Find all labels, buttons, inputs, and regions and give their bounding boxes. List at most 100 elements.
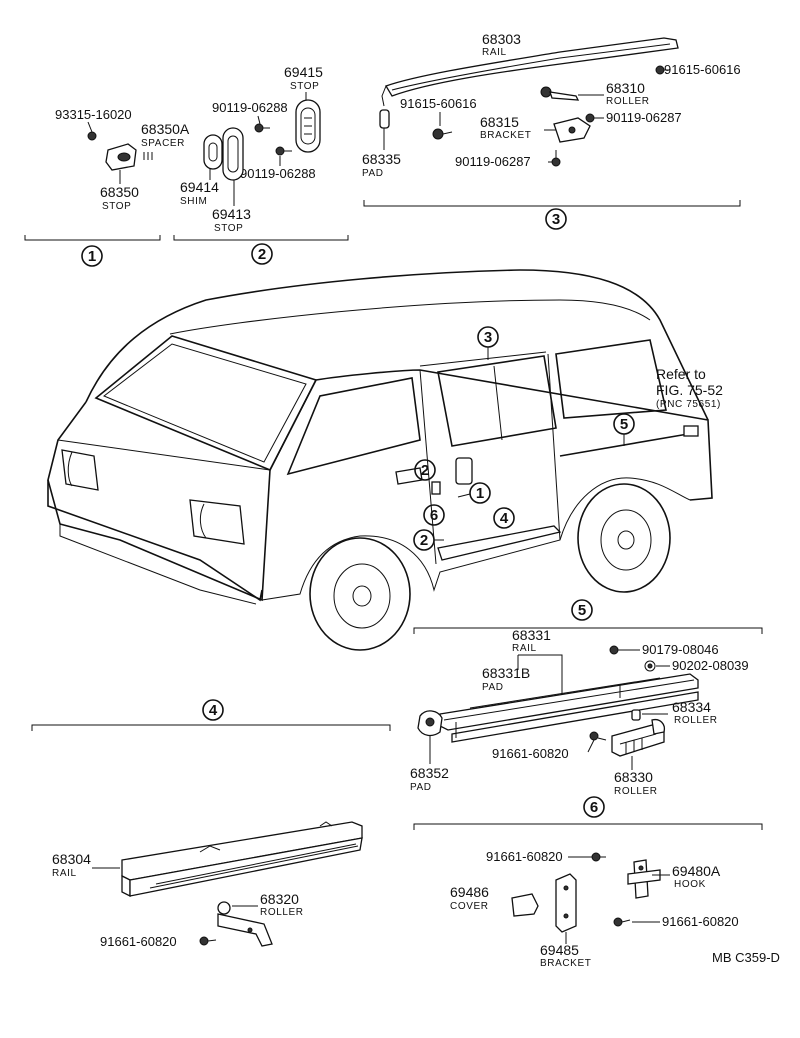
bolt-91661-b (589, 731, 607, 741)
pad-68331B (469, 677, 661, 709)
vehicle-marker-2b-text: 2 (420, 532, 428, 549)
front-wheel (577, 483, 671, 593)
label-69486: 69486 (450, 884, 489, 900)
section-bracket-2 (173, 235, 349, 241)
bolt-91661-d (613, 917, 631, 927)
rear-bumper (47, 480, 263, 602)
vehicle-marker-1 (469, 482, 491, 504)
stop-callout (431, 481, 441, 495)
label-68350: 68350 (100, 184, 139, 200)
bolt-91615-a (655, 65, 670, 75)
label-91615-60616: 91615-60616 (664, 62, 741, 77)
label-68331B: 68331B (482, 665, 530, 681)
bolt-90119-d (551, 150, 561, 167)
caption-stop: STOP (290, 81, 319, 92)
vehicle-marker-1-text: 1 (476, 485, 484, 502)
section-marker-1 (81, 245, 103, 267)
section-marker-5 (571, 599, 593, 621)
section-marker-4-text: 4 (209, 702, 218, 719)
caption-bracket: BRACKET (480, 130, 531, 141)
label-90119-06288: 90119-06288 (212, 100, 288, 115)
label-69413: 69413 (212, 206, 251, 222)
label-90179-08046: 90179-08046 (642, 642, 719, 657)
bolt-91615-b (432, 128, 453, 140)
leader-line (87, 121, 93, 133)
vehicle-marker-6-text: 6 (430, 507, 438, 524)
refer-to-line2: FIG. 75-52 (656, 382, 723, 398)
bolt-93315 (87, 131, 97, 141)
stop-69415 (295, 99, 321, 153)
label-69485: 69485 (540, 942, 579, 958)
rear-window-inner (103, 343, 307, 463)
section-4: 4 68304 RAIL 68320 ROLLER 91661-60820 (31, 699, 391, 949)
section-marker-4 (202, 699, 224, 721)
side-lower (261, 477, 691, 601)
stop-69413 (222, 127, 244, 181)
label-90202-08039: 90202-08039 (672, 658, 749, 673)
label-91615-60616-b: 91615-60616 (400, 96, 477, 111)
label-69480A: 69480A (672, 863, 721, 879)
section-bracket-6 (413, 823, 763, 830)
label-68315: 68315 (480, 114, 519, 130)
diagram-code: MB C359-D (712, 950, 780, 965)
label-90119-06288-b: 90119-06288 (240, 166, 316, 181)
bracket-69485 (555, 873, 577, 933)
van-illustration: 3 2 1 6 4 2 5 Refer to FIG. 75-52 (PNC 7… (47, 269, 723, 651)
label-68352: 68352 (410, 765, 449, 781)
rear-wheel (309, 537, 411, 651)
caption-stop: STOP (102, 201, 131, 212)
door-line-rear (419, 369, 437, 565)
section-bracket-3 (363, 200, 741, 207)
caption-rail: RAIL (482, 47, 507, 58)
vehicle-marker-5-text: 5 (620, 416, 628, 433)
bolt-91661-a (199, 936, 217, 946)
rail-68304 (121, 821, 363, 898)
section-marker-2-text: 2 (258, 246, 266, 263)
rear-panel (47, 401, 271, 602)
screw-90119-b (275, 146, 292, 156)
stop-68350 (105, 143, 137, 171)
label-69414: 69414 (180, 179, 219, 195)
section-marker-3 (545, 208, 567, 230)
caption-roller: ROLLER (674, 715, 718, 726)
hook-69480A (627, 859, 661, 899)
lower-rail (437, 525, 562, 561)
side-window-slide (437, 355, 557, 447)
roller-68320 (217, 901, 273, 947)
section-marker-6 (583, 796, 605, 818)
door-line-front (547, 353, 561, 541)
label-68304: 68304 (52, 851, 91, 867)
vehicle-marker-6 (423, 504, 445, 526)
center-rail-end (683, 425, 699, 437)
vehicle-marker-3-text: 3 (484, 329, 492, 346)
pad-68335 (379, 109, 390, 150)
side-panel (269, 369, 713, 501)
caption-rail: RAIL (512, 643, 537, 654)
leader-line (587, 739, 595, 753)
vehicle-marker-2-text: 2 (421, 462, 429, 479)
label-68330: 68330 (614, 769, 653, 785)
screw-90119-a (254, 123, 270, 133)
label-68335: 68335 (362, 151, 401, 167)
shim-69414 (203, 134, 223, 170)
caption-pad: PAD (410, 782, 432, 793)
label-93315-16020: 93315-16020 (55, 107, 132, 122)
caption-stop: STOP (214, 223, 243, 234)
label-68331: 68331 (512, 627, 551, 643)
caption-bracket: BRACKET (540, 958, 591, 969)
section-bracket-5 (413, 627, 763, 634)
caption-spacer: SPACER (141, 138, 185, 149)
rail-68331 (439, 673, 699, 743)
label-91661-60820-c: 91661-60820 (486, 849, 563, 864)
caption-cover: COVER (450, 901, 489, 912)
label-68334: 68334 (672, 699, 711, 715)
section-marker-2 (251, 243, 273, 265)
section-marker-5-text: 5 (578, 602, 586, 619)
refer-to-line1: Refer to (656, 366, 706, 382)
label-68350A: 68350A (141, 121, 190, 137)
roller-68334 (631, 709, 641, 721)
leader-line (457, 493, 471, 498)
label-68320: 68320 (260, 891, 299, 907)
tail-light-left (61, 449, 99, 491)
